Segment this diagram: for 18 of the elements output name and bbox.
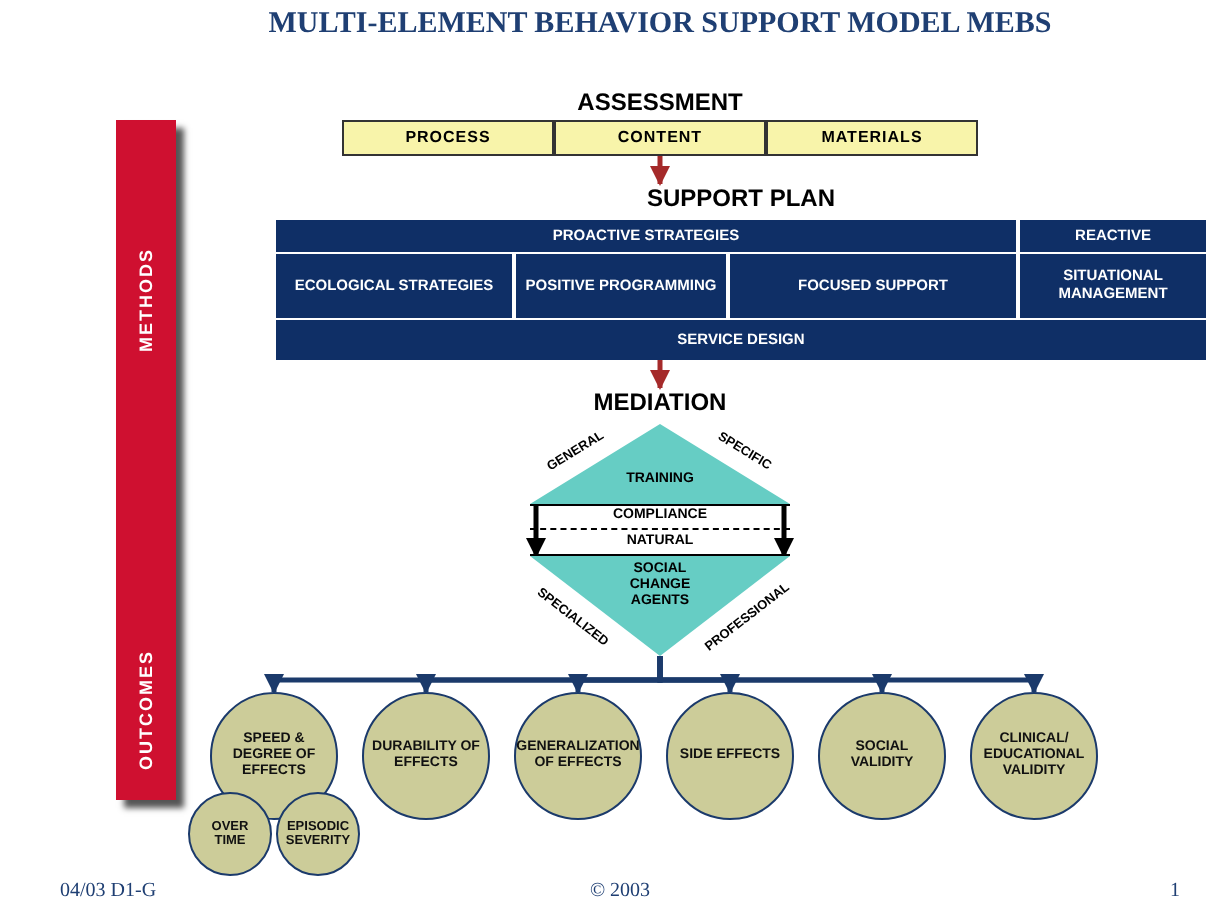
section-heading: SUPPORT PLAN — [644, 184, 837, 212]
arrow — [526, 504, 546, 558]
footer-text: 04/03 D1-G — [60, 880, 157, 902]
arrow — [650, 156, 670, 186]
footer-text: 1 — [1168, 880, 1180, 902]
side-band — [116, 120, 176, 800]
footer-text: © 2003 — [587, 880, 653, 902]
band-label: METHODS — [135, 248, 157, 352]
arrow — [650, 360, 670, 390]
arrow — [657, 656, 1044, 694]
arrow — [774, 504, 794, 558]
category-box: PROCESS — [342, 120, 554, 156]
band-label: OUTCOMES — [135, 650, 157, 770]
category-box: MATERIALS — [766, 120, 978, 156]
section-heading: MEDIATION — [591, 388, 729, 416]
section-heading: ASSESSMENT — [575, 88, 745, 116]
title: MULTI-ELEMENT BEHAVIOR SUPPORT MODEL MEBS — [266, 8, 1054, 43]
category-box: CONTENT — [554, 120, 766, 156]
